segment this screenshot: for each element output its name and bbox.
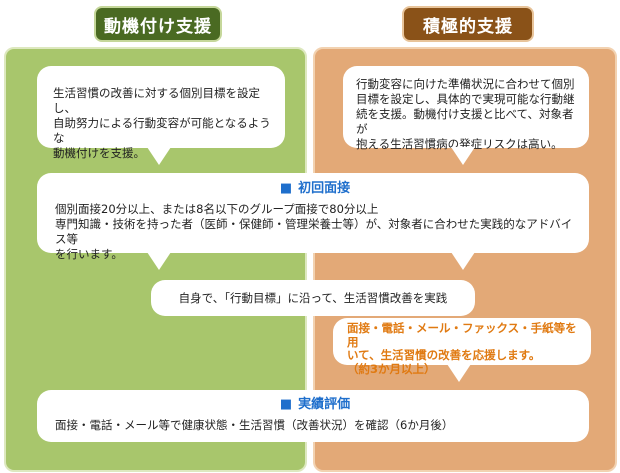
description-line: 目標を設定し、具体的で実現可能な行動継: [356, 92, 575, 106]
initial-interview-title: ■初回面接: [279, 181, 351, 196]
flow-arrow: [447, 364, 471, 382]
description-line: 抱える生活習慣病の発症リスクは高い。: [356, 137, 563, 151]
interview-line: 専門知識・技術を持った者（医師・保健師・管理栄養士等）が、対象者に合わせた実践的…: [55, 217, 573, 246]
motivation-support-description: 生活習慣の改善に対する個別目標を設定し、 自助努力による行動変容が可能となるよう…: [37, 66, 285, 160]
ongoing-support-box: 面接・電話・メール・ファックス・手紙等を用 いて、生活習慣の改善を応援します。 …: [333, 318, 591, 375]
flow-arrow: [451, 252, 475, 270]
flow-arrow: [451, 147, 475, 165]
initial-interview-box: ■初回面接 個別面接20分以上、または8名以下のグループ面接で80分以上 専門知…: [37, 173, 589, 261]
square-bullet-icon: ■: [279, 181, 293, 196]
description-line: 生活習慣の改善に対する個別目標を設定し、: [53, 86, 260, 115]
description-line: 動機付けを支援。: [53, 146, 145, 160]
interview-line: を行います。: [55, 247, 123, 261]
square-bullet-icon: ■: [279, 397, 293, 412]
support-line: 面接・電話・メール・ファックス・手紙等を用: [347, 321, 577, 349]
description-line: 自助努力による行動変容が可能となるような: [53, 116, 271, 145]
support-line: （約3か月以上）: [347, 361, 436, 376]
interview-line: 個別面接20分以上、または8名以下のグループ面接で80分以上: [55, 202, 379, 216]
flow-arrow: [147, 147, 171, 165]
evaluation-box: ■実績評価 面接・電話・メール等で健康状態・生活習慣（改善状況）を確認（6か月後…: [37, 390, 589, 442]
motivation-support-header: 動機付け支援: [94, 6, 222, 42]
active-support-header: 積極的支援: [402, 6, 534, 42]
self-practice-text: 自身で、「行動目標」に沿って、生活習慣改善を実践: [178, 290, 448, 305]
active-support-description: 行動変容に向けた準備状況に合わせて個別 目標を設定し、具体的で実現可能な行動継 …: [343, 66, 589, 151]
flow-arrow: [147, 252, 171, 270]
description-line: 行動変容に向けた準備状況に合わせて個別: [356, 77, 575, 91]
evaluation-title: ■実績評価: [279, 397, 351, 412]
support-line: いて、生活習慣の改善を応援します。: [347, 348, 541, 362]
self-practice-box: 自身で、「行動目標」に沿って、生活習慣改善を実践: [151, 280, 475, 316]
evaluation-text: 面接・電話・メール等で健康状態・生活習慣（改善状況）を確認（6か月後）: [55, 418, 454, 432]
description-line: 続を支援。動機付け支援と比べて、対象者が: [356, 107, 574, 136]
